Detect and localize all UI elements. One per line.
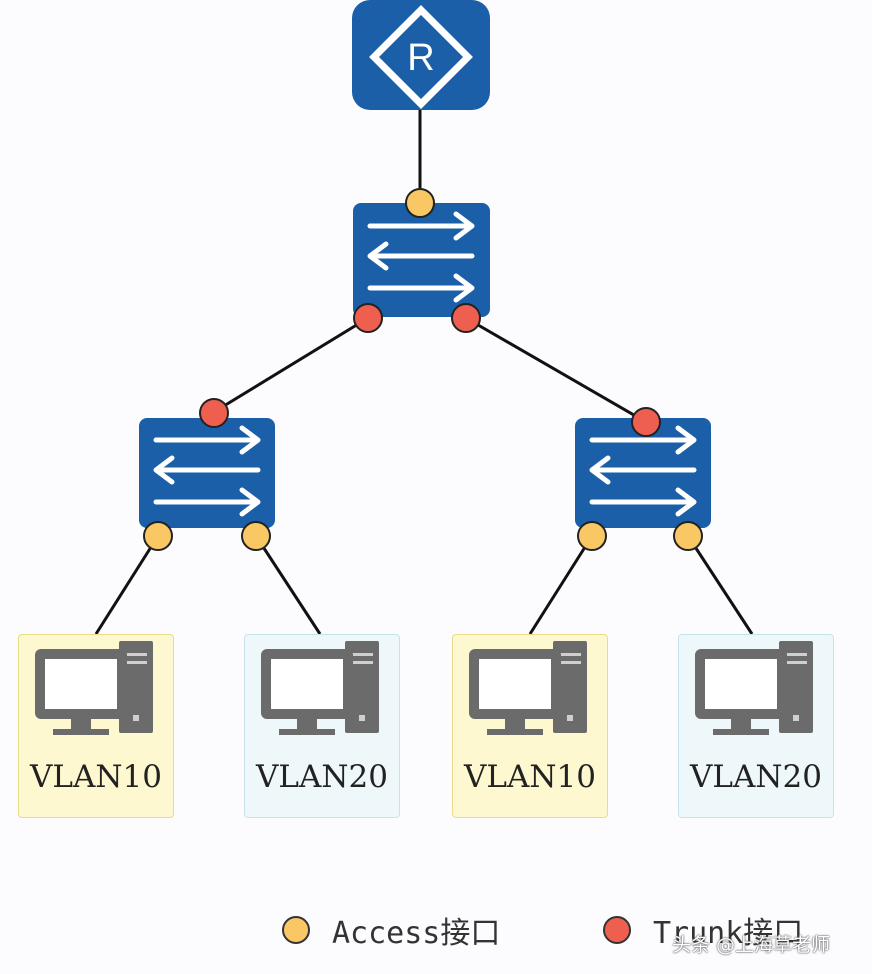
computer-icon — [695, 641, 813, 735]
link-left-pc2 — [254, 535, 322, 635]
link-core-left — [213, 316, 369, 414]
computer-icon — [35, 641, 153, 735]
pc-vlan20-right[interactable]: VLAN20 — [678, 634, 834, 818]
pc-vlan20-left[interactable]: VLAN20 — [244, 634, 400, 818]
link-core-right — [465, 316, 647, 424]
legend-trunk: Trunk接口 — [603, 908, 803, 952]
link-right-pc3 — [528, 535, 594, 635]
trunk-port-left-up — [199, 398, 229, 428]
trunk-port-legend-icon — [603, 916, 631, 944]
pc-vlan-label: VLAN10 — [464, 759, 596, 795]
trunk-port-core-left — [353, 303, 383, 333]
access-port-router — [405, 188, 435, 218]
access-port-left-2 — [241, 521, 271, 551]
pc-vlan-label: VLAN10 — [30, 759, 162, 795]
router-symbol: R — [407, 37, 434, 79]
access-port-right-2 — [673, 521, 703, 551]
computer-icon — [261, 641, 379, 735]
pc-vlan10-left[interactable]: VLAN10 — [18, 634, 174, 818]
router[interactable]: R — [352, 0, 490, 110]
legend-access: Access接口 — [282, 908, 500, 952]
pc-vlan-label: VLAN20 — [690, 759, 822, 795]
link-right-pc4 — [686, 535, 754, 635]
legend-access-label: Access接口 — [332, 916, 501, 951]
left-switch[interactable] — [139, 418, 275, 528]
access-port-legend-icon — [282, 916, 310, 944]
link-left-pc1 — [94, 535, 160, 635]
right-switch[interactable] — [575, 418, 711, 528]
pc-vlan10-right[interactable]: VLAN10 — [452, 634, 608, 818]
ports — [143, 188, 703, 551]
legend-trunk-label: Trunk接口 — [653, 916, 804, 951]
access-port-left-1 — [143, 521, 173, 551]
trunk-port-right-up — [631, 407, 661, 437]
core-switch[interactable] — [353, 203, 490, 317]
access-port-right-1 — [577, 521, 607, 551]
links — [94, 108, 754, 635]
watermark: 头条 @上海草老师 — [672, 934, 831, 956]
computer-icon — [469, 641, 587, 735]
pc-vlan-label: VLAN20 — [256, 759, 388, 795]
trunk-port-core-right — [451, 303, 481, 333]
